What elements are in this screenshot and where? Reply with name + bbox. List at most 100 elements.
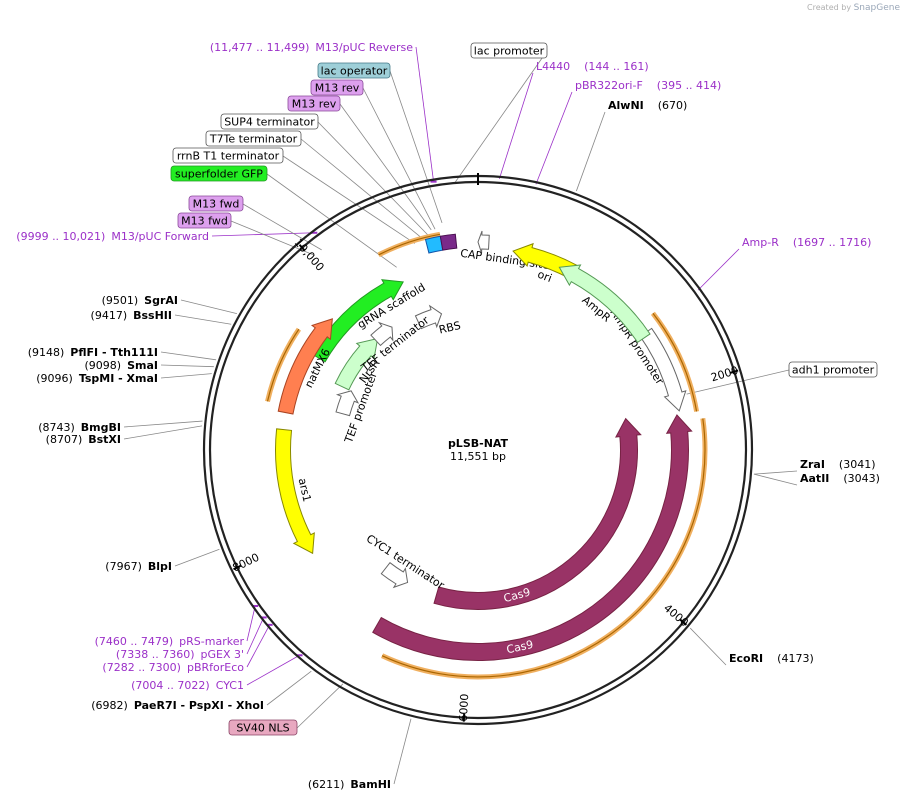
box-label-m13-fwd[interactable]: M13 fwd	[177, 212, 232, 229]
box-label-text: T7Te terminator	[209, 133, 298, 146]
snapgene-credit: Created by SnapGene	[807, 3, 900, 13]
box-leader	[454, 50, 548, 184]
box-label-text: M13 fwd	[181, 215, 228, 228]
highlight-arc-line	[378, 233, 441, 256]
center-label: pLSB-NAT 11,551 bp	[448, 437, 509, 463]
scale-tick-label: 6000	[457, 693, 471, 722]
site-leader	[535, 91, 573, 185]
site-label-l4440[interactable]: L4440(144 .. 161)	[536, 60, 649, 73]
site-leader	[753, 470, 798, 475]
box-label-sup4-terminator[interactable]: SUP4 terminator	[220, 113, 319, 130]
feature-label-ori: ori	[536, 268, 554, 285]
box-leader	[242, 203, 322, 251]
site-labels: (11,477 .. 11,499)M13/pUC Reverse (9999 .…	[16, 41, 880, 791]
site-leader	[498, 72, 534, 179]
site-position: (1697 .. 1716)	[793, 236, 872, 249]
feature-ars1[interactable]	[275, 428, 315, 555]
site-label-pflfi-tth111i[interactable]: (9148)PflFI - Tth111I	[28, 346, 158, 359]
site-label-prs-marker[interactable]: (7460 .. 7479)pRS-marker	[95, 635, 245, 648]
feature-grna-scaffold[interactable]	[311, 279, 404, 363]
box-leader	[296, 683, 344, 729]
box-label-lac-operator[interactable]: lac operator	[317, 62, 391, 79]
feature-cap-binding-site[interactable]	[477, 230, 490, 254]
feature-cas9-inner[interactable]	[433, 417, 642, 610]
box-label-sv40-nls[interactable]: SV40 NLS	[228, 719, 298, 736]
feature-lac-operator[interactable]	[424, 235, 444, 254]
feature-label-cas9-outer: Cas9	[505, 638, 534, 656]
site-label-tspmi-xmai[interactable]: (9096)TspMI - XmaI	[36, 372, 158, 385]
box-label-lac-promoter[interactable]: lac promoter	[470, 42, 548, 59]
site-label-m13-puc-forward[interactable]: (9999 .. 10,021)M13/pUC Forward	[16, 230, 209, 243]
site-name: pBRforEco	[187, 661, 244, 674]
site-name: BssHII	[133, 309, 172, 322]
site-label-cyc1[interactable]: (7004 .. 7022)CYC1	[131, 679, 244, 692]
feature-ampr-promoter[interactable]	[639, 327, 687, 412]
feature-rbs[interactable]	[414, 304, 443, 330]
feature-tef-terminator[interactable]	[370, 321, 394, 347]
box-label-text: M13 rev	[292, 98, 337, 111]
site-position: (9417)	[91, 309, 128, 322]
box-label-m13-fwd[interactable]: M13 fwd	[188, 195, 244, 212]
feature-nrsr[interactable]	[334, 337, 379, 391]
site-position: (7004 .. 7022)	[131, 679, 210, 692]
site-label-sgrai[interactable]: (9501)SgrAI	[102, 294, 178, 307]
site-label-bamhi[interactable]: (6211)BamHI	[308, 778, 391, 791]
box-label-adh1-promoter[interactable]: adh1 promoter	[788, 361, 878, 378]
site-label-aatii[interactable]: AatII(3043)	[800, 472, 880, 485]
feature-ampr[interactable]	[558, 264, 651, 344]
site-label-alwni[interactable]: AlwNI(670)	[608, 99, 687, 112]
site-leader	[575, 111, 606, 192]
highlight-arc-line	[652, 312, 698, 412]
site-label-amp-r[interactable]: Amp-R(1697 .. 1716)	[742, 236, 871, 249]
site-name: SmaI	[127, 359, 158, 372]
scale-tick-label: 8000	[230, 551, 261, 575]
site-position: (8707)	[46, 433, 83, 446]
box-leader	[266, 173, 397, 268]
feature-tef-promoter[interactable]	[335, 390, 360, 417]
box-label-text: SV40 NLS	[236, 722, 289, 735]
box-leader	[300, 138, 422, 238]
box-leader	[282, 155, 416, 244]
orange-arcs	[265, 231, 708, 680]
box-label-superfolder-gfp[interactable]: superfolder GFP	[170, 165, 268, 182]
site-label-bmgbi[interactable]: (8743)BmgBI	[38, 421, 121, 434]
site-position: (9999 .. 10,021)	[16, 230, 105, 243]
site-label-pbrforeco[interactable]: (7282 .. 7300)pBRforEco	[102, 661, 244, 674]
site-position: (9096)	[36, 372, 73, 385]
site-label-bsshii[interactable]: (9417) BssHII	[91, 309, 172, 322]
site-label-pgex-3[interactable]: (7338 .. 7360)pGEX 3'	[116, 648, 244, 661]
site-label-paer7i-pspxi-xhoi[interactable]: (6982)PaeR7I - PspXI - XhoI	[91, 699, 264, 712]
feature-lac-promoter-block[interactable]	[439, 233, 458, 251]
site-name: EcoRI	[729, 652, 763, 665]
box-label-m13-rev[interactable]: M13 rev	[310, 79, 364, 96]
site-leader	[689, 627, 727, 666]
feature-cyc1-terminator[interactable]	[380, 561, 409, 589]
box-label-text: M13 fwd	[193, 198, 240, 211]
site-label-bstxi[interactable]: (8707)BstXI	[46, 433, 121, 446]
site-label-blpi[interactable]: (7967)BlpI	[105, 560, 172, 573]
site-label-pbr322ori-f[interactable]: pBR322ori-F(395 .. 414)	[575, 79, 721, 92]
site-leader	[123, 425, 203, 440]
site-leader	[697, 248, 740, 291]
site-position: (7460 .. 7479)	[95, 635, 174, 648]
site-leader	[174, 314, 232, 325]
feature-cas9-outer[interactable]	[372, 414, 693, 661]
box-label-t7te-terminator[interactable]: T7Te terminator	[205, 130, 302, 147]
site-position: (395 .. 414)	[657, 79, 722, 92]
site-position: (3041)	[839, 458, 876, 471]
site-position: (8743)	[38, 421, 75, 434]
scale-tick	[298, 244, 306, 252]
plasmid-size: 11,551 bp	[450, 450, 506, 463]
site-name: AlwNI	[608, 99, 644, 112]
site-label-ecori[interactable]: EcoRI(4173)	[729, 652, 814, 665]
highlight-arc-line	[266, 328, 300, 402]
site-label-m13-puc-reverse[interactable]: (11,477 .. 11,499)M13/pUC Reverse	[210, 41, 413, 54]
site-label-smai[interactable]: (9098)SmaI	[85, 359, 158, 372]
feature-natmx6[interactable]	[277, 318, 333, 415]
site-name: pGEX 3'	[200, 648, 244, 661]
box-label-m13-rev[interactable]: M13 rev	[287, 95, 341, 112]
site-label-zrai[interactable]: ZraI(3041)	[800, 458, 876, 471]
box-label-rrnb-t1-terminator[interactable]: rrnB T1 terminator	[172, 147, 284, 164]
box-label-text: lac promoter	[474, 45, 545, 58]
